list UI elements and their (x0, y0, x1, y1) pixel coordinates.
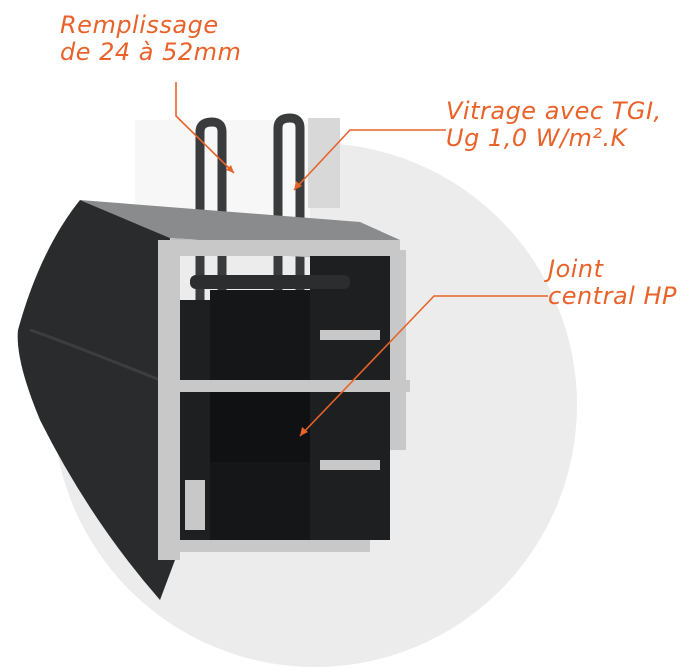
callout-remplissage-line2: de 24 à 52mm (60, 38, 242, 66)
callout-vitrage-line1: Vitrage avec TGI, (446, 97, 662, 125)
arrowhead-remplissage (226, 165, 234, 173)
glass-pane-texture (308, 118, 340, 208)
outer-frame-highlight (29, 328, 161, 382)
clip-1 (320, 330, 380, 340)
arrowhead-joint (300, 427, 308, 436)
callout-joint: Joint central HP (548, 256, 677, 310)
thermal-break-upper (210, 290, 310, 380)
callout-joint-line1: Joint (548, 255, 604, 283)
clip-2 (320, 460, 380, 470)
glazing-bar-right (273, 113, 305, 300)
leader-line-joint (299, 295, 548, 437)
callout-remplissage-line1: Remplissage (60, 11, 219, 39)
glazing-gasket-bar (190, 275, 350, 289)
callout-joint-line2: central HP (548, 282, 677, 310)
profile-top-cap (80, 200, 400, 252)
callout-vitrage-line2: Ug 1,0 W/m².K (446, 124, 627, 152)
aluminium-frame-bottom (170, 540, 370, 552)
aluminium-frame-top (170, 240, 400, 256)
glazing-bar-left (195, 117, 227, 300)
aluminium-frame-left (158, 240, 180, 560)
central-gasket (210, 392, 310, 462)
leader-line-remplissage (175, 82, 235, 174)
callout-remplissage: Remplissage de 24 à 52mm (60, 12, 241, 66)
thermal-break-lower (210, 462, 310, 540)
leader-line-vitrage (293, 129, 446, 191)
aluminium-frame-right (390, 250, 406, 450)
chamber-upper-right (310, 256, 390, 380)
chamber-upper-left (180, 300, 210, 380)
outer-frame-profile (17, 200, 175, 600)
callout-vitrage: Vitrage avec TGI, Ug 1,0 W/m².K (446, 98, 662, 152)
aluminium-frame-mid (170, 380, 410, 392)
arrowhead-vitrage (294, 181, 302, 190)
clip-3 (185, 480, 205, 530)
